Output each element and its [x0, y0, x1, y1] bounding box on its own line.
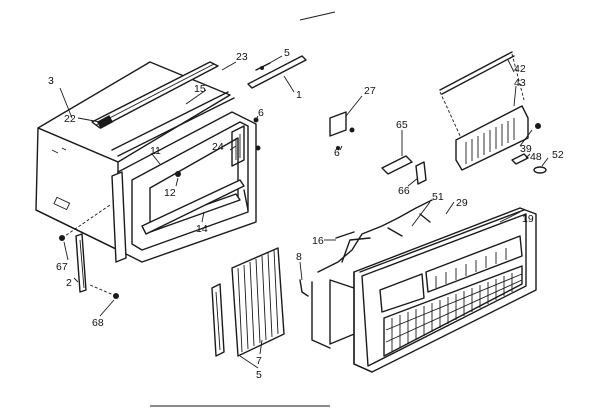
knob-48	[511, 153, 529, 165]
top-rod-assembly	[247, 55, 307, 89]
rod-guide-right	[511, 53, 525, 101]
part-label-16: 16	[312, 235, 324, 247]
bracket-screw-b	[336, 146, 340, 150]
screw	[175, 171, 181, 177]
upper-channel-lower	[117, 97, 235, 157]
filter-frame-strip-line	[215, 291, 221, 351]
side-seal-strip	[75, 233, 87, 293]
part-label-5-top: 5	[284, 47, 290, 59]
control-window	[379, 273, 425, 313]
part-label-29: 29	[456, 197, 468, 209]
part-label-39: 39	[520, 143, 532, 155]
control-strip	[425, 235, 523, 293]
control-strip-marks	[435, 248, 507, 288]
louver-rod-lower	[441, 55, 515, 95]
part-label-48: 48	[530, 151, 542, 163]
cabinet-side-marks	[51, 147, 67, 154]
grille-back-arm	[341, 237, 371, 263]
part-label-12: 12	[164, 187, 176, 199]
part-label-43: 43	[514, 77, 526, 89]
small-clip	[415, 161, 427, 185]
filter-lines	[237, 249, 279, 353]
part-16-rod	[335, 231, 355, 239]
vent-rows	[385, 273, 523, 343]
bracket-screw	[349, 127, 355, 133]
part-label-22: 22	[64, 113, 76, 125]
top-rail-end	[96, 115, 114, 129]
grille-back-struts	[387, 213, 431, 237]
part-label-8: 8	[296, 251, 302, 263]
part-label-65: 65	[396, 119, 408, 131]
part-label-14: 14	[196, 223, 208, 235]
rod-guide-left	[439, 91, 463, 141]
part-label-15: 15	[194, 83, 206, 95]
rod	[247, 55, 307, 89]
cabinet-label-plate	[53, 196, 71, 211]
grille-back-frame-top	[317, 199, 433, 273]
louver-rod	[439, 51, 513, 91]
side-bracket-slots	[235, 134, 241, 160]
upper-channel	[111, 91, 229, 151]
louver-assembly	[439, 51, 547, 174]
part-label-11: 11	[150, 145, 161, 157]
part-label-66: 66	[398, 185, 410, 197]
grille-back-edge	[311, 281, 331, 349]
grille-side	[353, 271, 373, 373]
leader-lines	[59, 55, 549, 369]
top-rail-line	[95, 63, 215, 126]
louver-panel	[455, 105, 529, 171]
part-label-52: 52	[552, 149, 564, 161]
knob-shaft	[535, 123, 541, 129]
grille-top-edge	[359, 209, 525, 273]
grille-face	[361, 213, 527, 367]
knob-52	[533, 166, 547, 174]
hook-part	[299, 279, 309, 297]
part-label-68: 68	[92, 317, 104, 329]
part-label-6-mid: 6	[334, 147, 340, 159]
louver-slats	[465, 118, 515, 164]
part-65	[381, 155, 427, 185]
filter-assembly	[211, 247, 285, 357]
part-label-24: 24	[212, 141, 224, 153]
handle-part	[381, 155, 413, 175]
cabinet-assembly	[35, 61, 257, 299]
scan-mark	[299, 11, 336, 21]
screw-68-path	[89, 284, 117, 297]
part-label-6-frame: 6	[258, 107, 264, 119]
part-label-3: 3	[48, 75, 54, 87]
side-bracket	[231, 125, 245, 167]
part-label-23: 23	[236, 51, 248, 63]
cabinet-bottom-edge	[35, 209, 119, 251]
left-strip	[111, 171, 127, 263]
part-label-27: 27	[364, 85, 376, 97]
bracket-27	[329, 111, 355, 150]
part-label-7: 7	[256, 355, 262, 367]
rod-clip-pin	[260, 66, 264, 70]
part-label-1: 1	[296, 89, 302, 101]
part-label-51: 51	[432, 191, 444, 203]
front-grille-assembly	[299, 199, 537, 373]
vent-area	[383, 265, 523, 357]
part-label-5-bottom: 5	[256, 369, 262, 381]
bottom-rail	[141, 179, 245, 235]
part-label-19: 19	[522, 213, 534, 225]
frame-screw-b	[255, 145, 261, 151]
part-label-42: 42	[514, 63, 526, 75]
vent-slots	[391, 273, 513, 352]
frame-leg	[243, 189, 249, 211]
front-frame-inner	[131, 121, 249, 251]
part-label-67: 67	[56, 261, 68, 273]
part-label-2: 2	[66, 277, 72, 289]
bracket	[329, 111, 347, 137]
side-seal-strip-line	[79, 239, 85, 289]
